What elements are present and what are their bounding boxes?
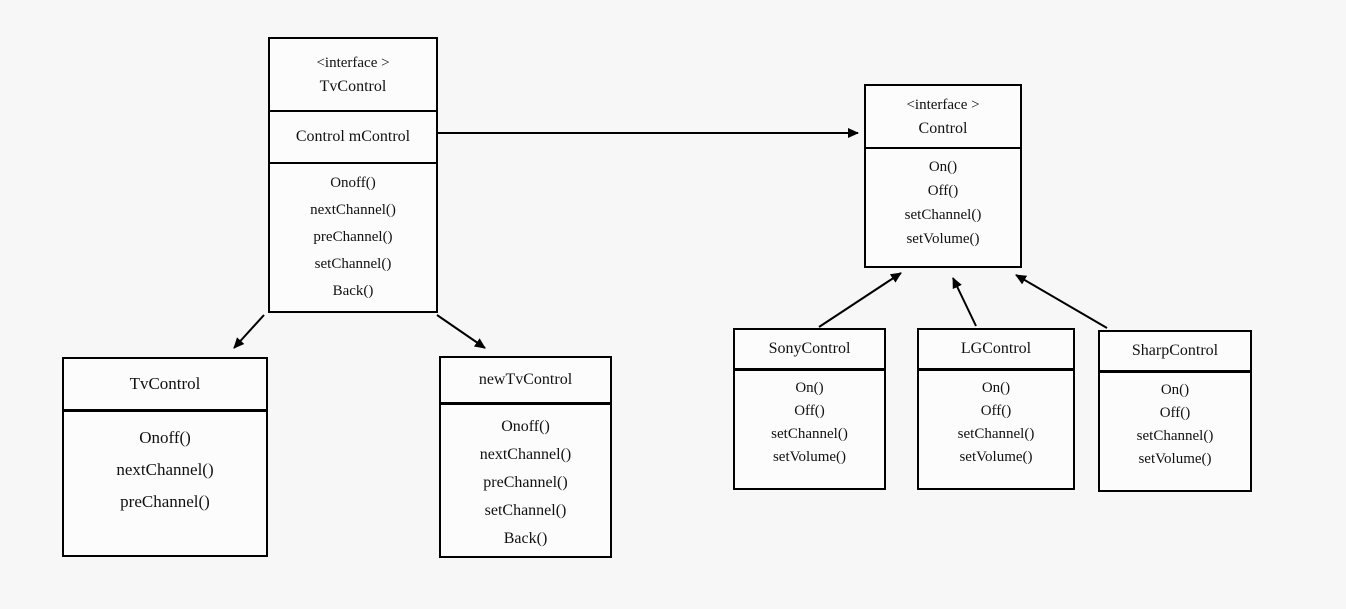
method-line: setChannel() xyxy=(1136,428,1214,444)
tvcontrol-methods: Onoff() nextChannel() preChannel() xyxy=(64,409,266,556)
tvcontrol-name: TvControl xyxy=(129,374,201,393)
arrow-interface-tvcontrol-to-newtvcontrol xyxy=(436,314,486,349)
interface-tvcontrol-stereotype: <interface > xyxy=(316,54,390,71)
method-line: Off() xyxy=(1159,405,1191,421)
method-line: setVolume() xyxy=(772,449,847,465)
arrow-sharpcontrol-to-control xyxy=(1015,274,1108,329)
arrow-sonycontrol-to-control xyxy=(818,272,902,328)
method-line: Onoff() xyxy=(139,428,191,447)
method-line: Off() xyxy=(980,403,1012,419)
method-line: setChannel() xyxy=(484,502,567,519)
method-line: On() xyxy=(1160,382,1190,398)
sonycontrol-name: SonyControl xyxy=(768,340,851,357)
newtvcontrol-name: newTvControl xyxy=(478,371,573,388)
method-line: On() xyxy=(928,159,958,175)
interface-control-stereotype: <interface > xyxy=(906,96,980,113)
method-line: On() xyxy=(795,380,824,396)
sharpcontrol-name: SharpControl xyxy=(1131,342,1219,359)
interface-tvcontrol-fields: Control mControl xyxy=(270,110,436,162)
lgcontrol-header: LGControl xyxy=(919,330,1073,368)
sonycontrol-methods: On() Off() setChannel() setVolume() xyxy=(735,368,884,487)
sharpcontrol-methods: On() Off() setChannel() setVolume() xyxy=(1100,370,1250,489)
sonycontrol-header: SonyControl xyxy=(735,330,884,368)
method-line: setVolume() xyxy=(906,231,980,247)
method-line: nextChannel() xyxy=(310,202,396,218)
interface-control-name: Control xyxy=(918,119,968,137)
interface-tvcontrol-header: <interface > TvControl xyxy=(270,39,436,110)
newtvcontrol-header: newTvControl xyxy=(441,358,610,402)
method-line: Off() xyxy=(927,183,959,199)
method-line: setChannel() xyxy=(957,426,1035,442)
method-line: setChannel() xyxy=(771,426,848,442)
interface-control-header: <interface > Control xyxy=(866,86,1020,147)
method-line: nextChannel() xyxy=(116,460,214,479)
method-line: setVolume() xyxy=(959,449,1033,465)
interface-control-methods: On() Off() setChannel() setVolume() xyxy=(866,147,1020,266)
class-box-tvcontrol: TvControl Onoff() nextChannel() preChann… xyxy=(62,357,268,557)
field-control-mcontrol: Control mControl xyxy=(295,128,411,145)
arrow-lgcontrol-to-control xyxy=(952,277,977,327)
sharpcontrol-header: SharpControl xyxy=(1100,332,1250,370)
tvcontrol-header: TvControl xyxy=(64,359,266,409)
method-line: preChannel() xyxy=(313,229,393,245)
method-line: preChannel() xyxy=(483,474,568,491)
method-line: setChannel() xyxy=(314,256,392,272)
class-box-newtvcontrol: newTvControl Onoff() nextChannel() preCh… xyxy=(439,356,612,558)
method-line: setVolume() xyxy=(1138,451,1212,467)
interface-tvcontrol-methods: Onoff() nextChannel() preChannel() setCh… xyxy=(270,162,436,311)
method-line: Onoff() xyxy=(330,175,376,191)
method-line: preChannel() xyxy=(120,492,210,511)
method-line: Onoff() xyxy=(501,418,550,435)
method-line: On() xyxy=(981,380,1011,396)
lgcontrol-methods: On() Off() setChannel() setVolume() xyxy=(919,368,1073,487)
method-line: setChannel() xyxy=(904,207,982,223)
method-line: Back() xyxy=(503,530,548,547)
class-box-lgcontrol: LGControl On() Off() setChannel() setVol… xyxy=(917,328,1075,490)
class-box-sonycontrol: SonyControl On() Off() setChannel() setV… xyxy=(733,328,886,490)
method-line: Off() xyxy=(794,403,825,419)
arrow-interface-tvcontrol-to-tvcontrol xyxy=(233,314,265,349)
lgcontrol-name: LGControl xyxy=(960,340,1032,357)
class-box-interface-tvcontrol: <interface > TvControl Control mControl … xyxy=(268,37,438,313)
interface-tvcontrol-name: TvControl xyxy=(319,77,387,95)
class-box-sharpcontrol: SharpControl On() Off() setChannel() set… xyxy=(1098,330,1252,492)
class-box-interface-control: <interface > Control On() Off() setChann… xyxy=(864,84,1022,268)
newtvcontrol-methods: Onoff() nextChannel() preChannel() setCh… xyxy=(441,402,610,557)
method-line: nextChannel() xyxy=(479,446,572,463)
method-line: Back() xyxy=(332,283,374,299)
